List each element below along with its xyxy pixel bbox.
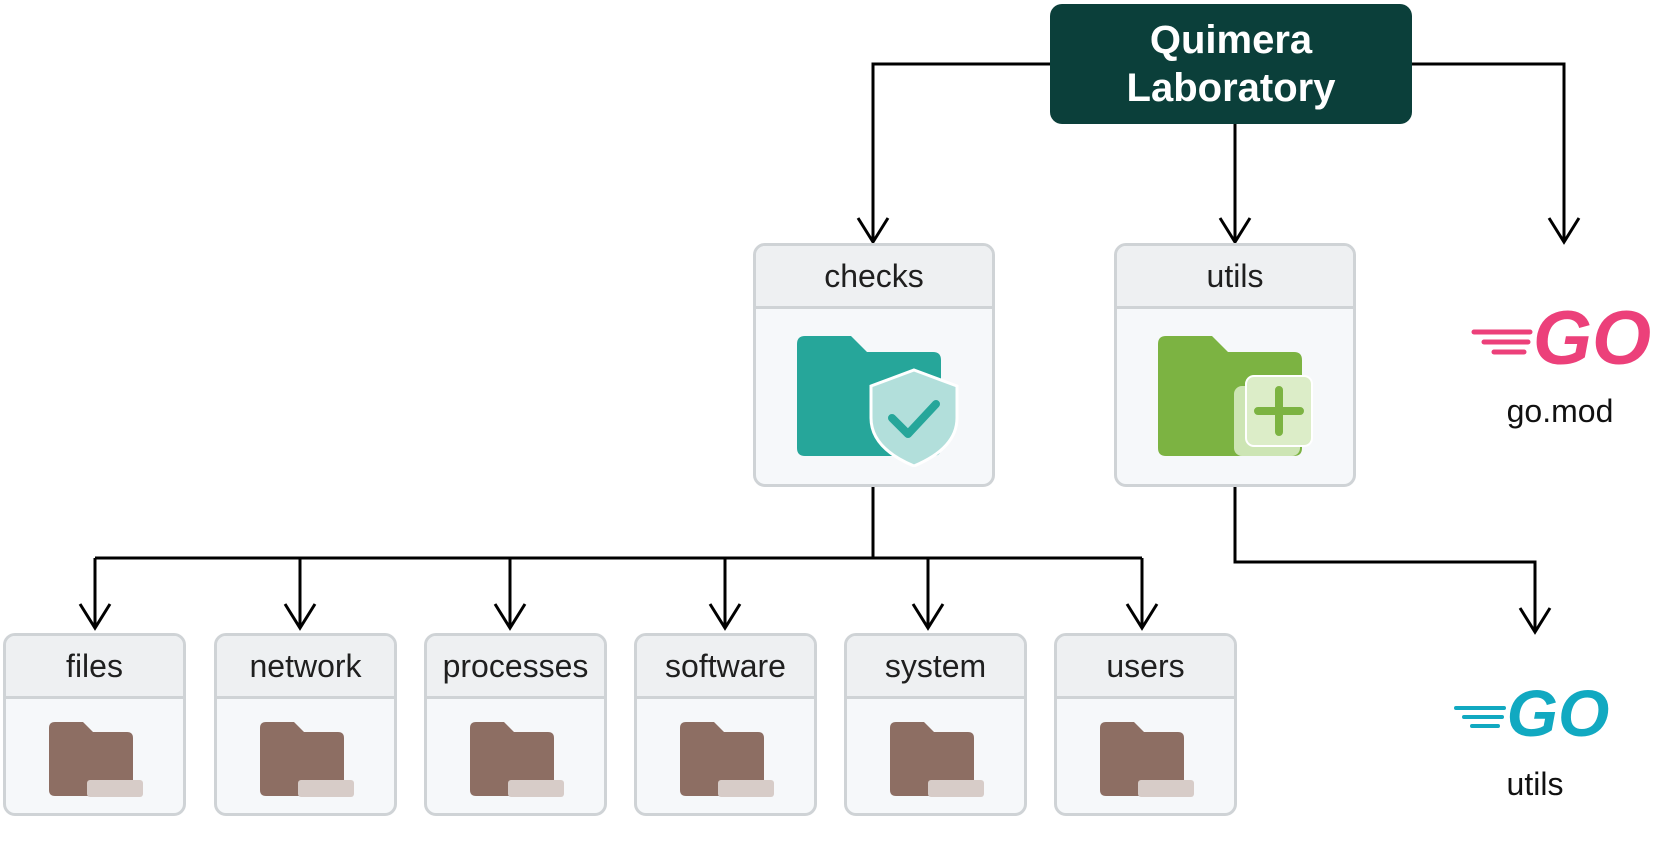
subfolder-label: processes [427, 636, 604, 699]
go-logo-icon: GO [1454, 680, 1610, 746]
subfolder-label: system [847, 636, 1024, 699]
edge-root-gomod [1412, 62, 1566, 240]
subfolder-card-files[interactable]: files [3, 633, 186, 816]
subfolder-card-network[interactable]: network [214, 633, 397, 816]
folder-add-icon [1158, 336, 1313, 456]
folder-icon [679, 722, 774, 797]
subfolder-label: files [6, 636, 183, 699]
checks-folder-label: checks [756, 246, 992, 309]
folder-icon [469, 722, 564, 797]
subfolder-label: software [637, 636, 814, 699]
goutils-label: utils [1506, 766, 1564, 802]
gomod-label: go.mod [1506, 393, 1614, 429]
subfolder-card-users[interactable]: users [1054, 633, 1237, 816]
gomod-logo-text: GO [1533, 300, 1651, 376]
root-title-line2: Laboratory [1126, 66, 1336, 110]
folder-shield-check-icon [797, 336, 959, 467]
goutils-logo-text: GO [1507, 680, 1610, 746]
utils-folder-card[interactable]: utils [1114, 243, 1356, 487]
folder-icon [889, 722, 984, 797]
subfolder-card-processes[interactable]: processes [424, 633, 607, 816]
subfolder-label: network [217, 636, 394, 699]
root-title-line1: Quimera [1149, 18, 1313, 62]
edge-utils-goutils [1233, 485, 1537, 630]
subfolder-label: users [1057, 636, 1234, 699]
root-node[interactable]: Quimera Laboratory [1050, 4, 1412, 124]
edge-root-checks [871, 62, 1050, 240]
checks-folder-card[interactable]: checks [753, 243, 995, 487]
go-logo-icon: GO [1471, 300, 1651, 376]
folder-icon [1099, 722, 1194, 797]
folder-icon [259, 722, 354, 797]
folder-icon [48, 722, 143, 797]
subfolder-card-software[interactable]: software [634, 633, 817, 816]
utils-folder-label: utils [1117, 246, 1353, 309]
subfolder-card-system[interactable]: system [844, 633, 1027, 816]
